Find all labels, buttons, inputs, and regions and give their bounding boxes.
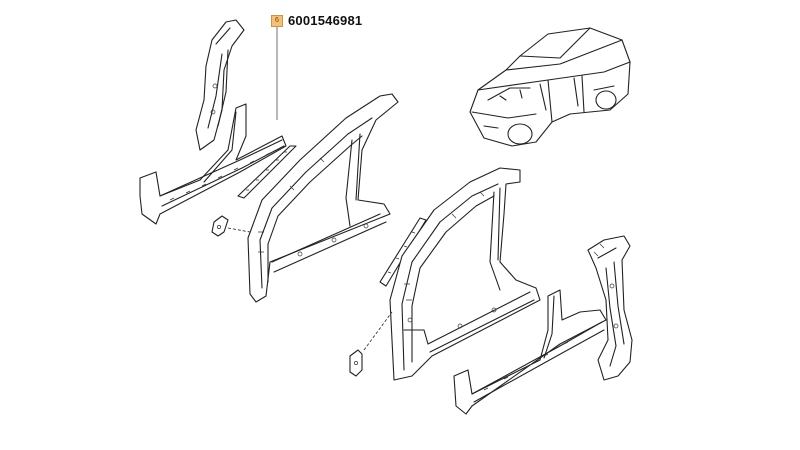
sill-outer-left[interactable] [139, 103, 287, 225]
body-side-frame-left[interactable] [247, 93, 399, 303]
sill-outer-right[interactable] [453, 289, 607, 415]
a-pillar-inner-upper-left[interactable] [195, 19, 245, 151]
callout-index-badge[interactable]: 6 [271, 15, 283, 27]
car-overview [469, 27, 631, 147]
door-seal-strip-left[interactable] [237, 145, 297, 199]
door-seal-strip-right[interactable] [379, 217, 427, 287]
clip-bracket-left[interactable] [211, 215, 251, 237]
clip-bracket-right[interactable] [349, 349, 363, 377]
b-pillar-right[interactable] [587, 235, 633, 381]
part-number-label: 6001546981 [288, 13, 363, 28]
body-side-frame-right[interactable] [363, 167, 541, 381]
